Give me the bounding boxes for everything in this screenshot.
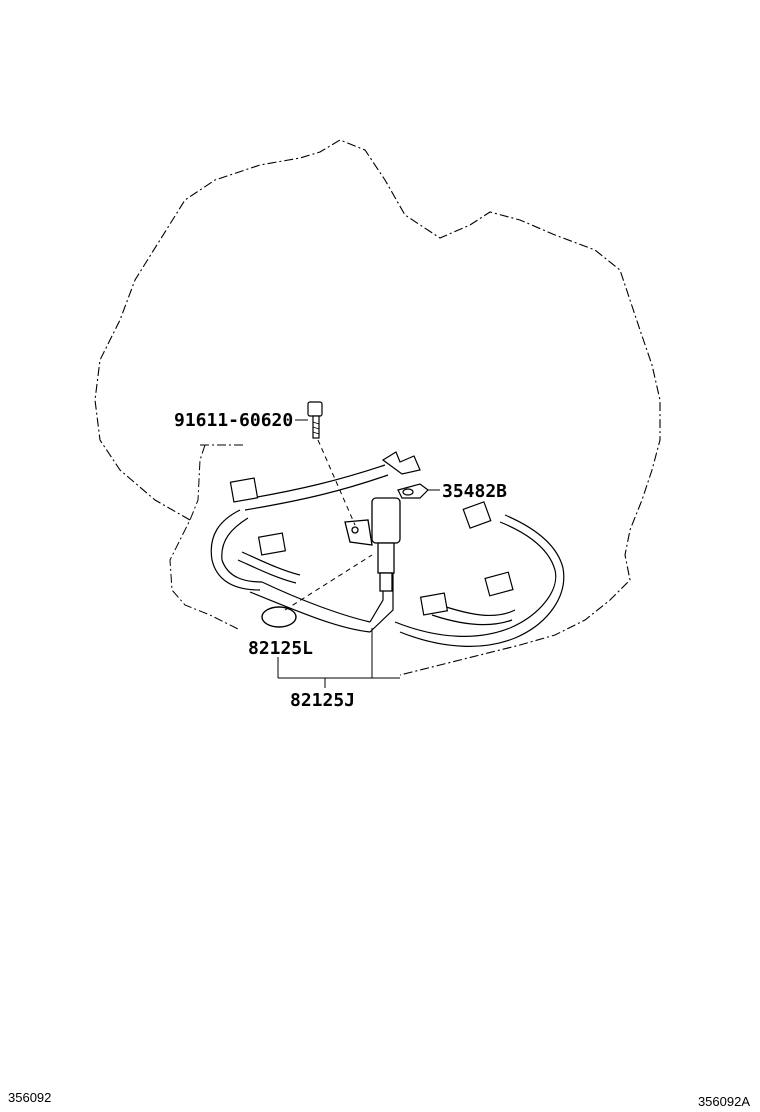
speed-sensor [344, 497, 401, 592]
top-connector [381, 451, 421, 475]
label-harness: 82125J [290, 690, 355, 711]
harness-connector [229, 477, 514, 616]
o-ring [261, 606, 297, 628]
bolt [307, 401, 323, 439]
leader-lines [277, 419, 440, 688]
transmission-outline [94, 139, 661, 676]
guide-lines [284, 439, 373, 611]
label-o-ring: 82125L [248, 638, 313, 659]
label-clamp: 35482B [442, 481, 507, 502]
label-bolt: 91611-60620 [174, 410, 293, 431]
housing-detail [169, 444, 241, 631]
harness-clamp [397, 483, 429, 499]
illustration-code-revision: 356092A [697, 1094, 750, 1109]
wire-harness [210, 464, 565, 647]
illustration-code: 356092 [8, 1090, 52, 1105]
